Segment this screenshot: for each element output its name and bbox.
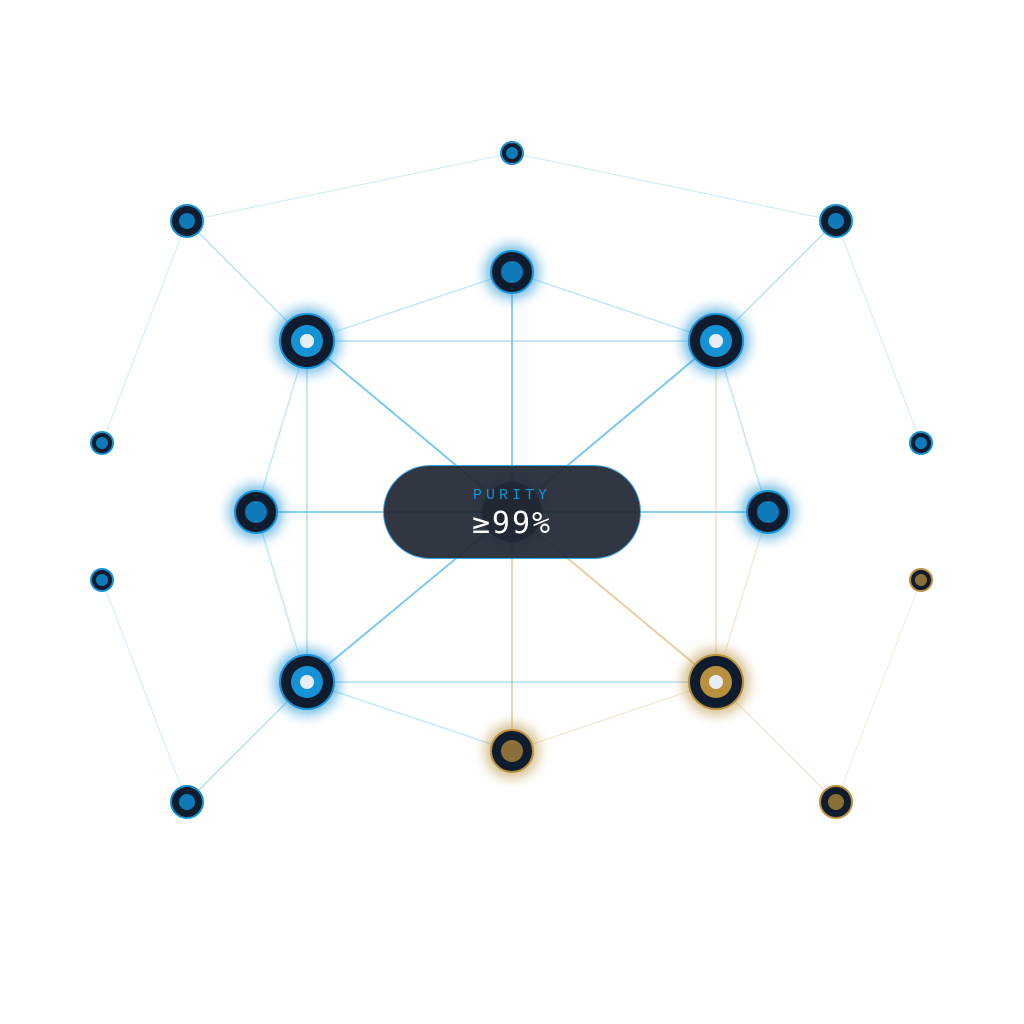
purity-label: PURITY	[472, 487, 551, 504]
edge-otl-top	[186, 152, 513, 222]
node-top	[500, 141, 524, 165]
node-tl	[274, 308, 340, 374]
node-or1	[909, 431, 933, 455]
node-obl	[170, 785, 204, 819]
node-t	[485, 245, 539, 299]
edge-otr-or1	[835, 220, 922, 444]
edge-bl-b	[306, 681, 513, 752]
node-or2	[909, 568, 933, 592]
edge-ol2-obl	[101, 579, 188, 803]
node-tr	[683, 308, 749, 374]
edge-tl-t	[306, 271, 513, 342]
node-br	[683, 649, 749, 715]
edge-top-otr	[511, 152, 837, 222]
node-bl	[274, 649, 340, 715]
edge-otl-ol1	[101, 220, 188, 444]
edge-t-tr	[511, 271, 717, 342]
node-obr	[819, 785, 853, 819]
purity-badge: PURITY ≥99%	[383, 465, 641, 559]
node-ol1	[90, 431, 114, 455]
node-ol2	[90, 568, 114, 592]
node-r	[741, 485, 795, 539]
node-b	[485, 724, 539, 778]
edge-b-br	[511, 681, 717, 752]
edge-or2-obr	[835, 579, 922, 803]
node-l	[229, 485, 283, 539]
node-otl	[170, 204, 204, 238]
node-otr	[819, 204, 853, 238]
purity-value: ≥99%	[471, 506, 553, 541]
